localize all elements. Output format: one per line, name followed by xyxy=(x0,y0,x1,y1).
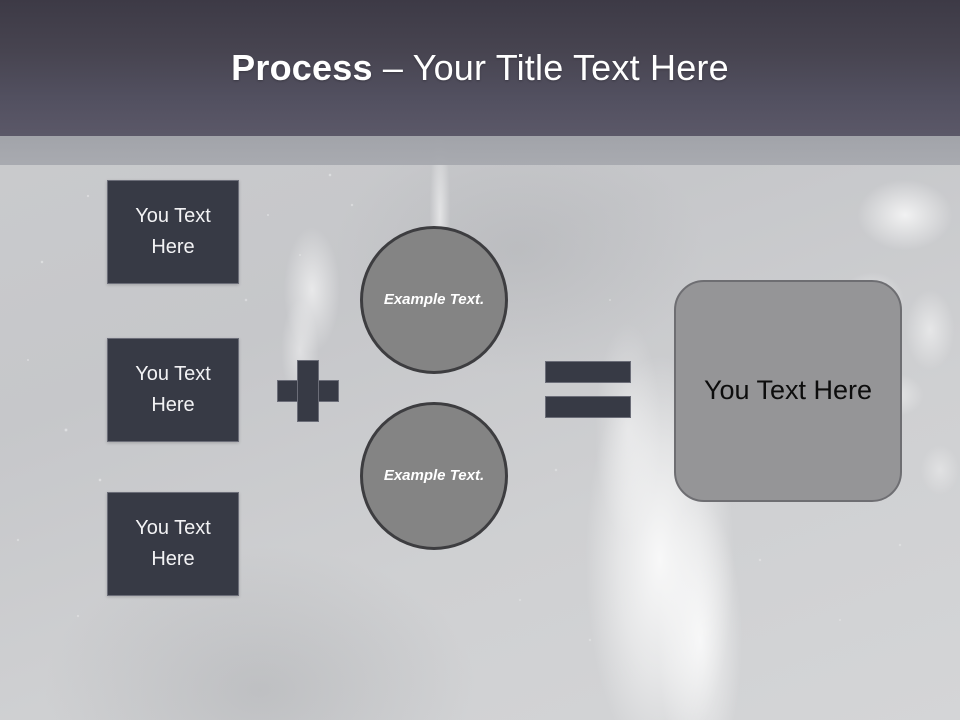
title-strong: Process xyxy=(231,47,373,88)
example-circle-1[interactable]: Example Text. xyxy=(360,226,508,374)
equals-top-bar xyxy=(545,361,631,383)
plus-vertical-bar xyxy=(297,360,319,422)
input-box-1[interactable]: You Text Here xyxy=(107,180,239,284)
title-bar: Process – Your Title Text Here xyxy=(0,0,960,136)
title-separator: – xyxy=(372,47,413,88)
equals-icon xyxy=(545,361,631,418)
page-title: Process – Your Title Text Here xyxy=(231,50,729,86)
equals-bottom-bar xyxy=(545,396,631,418)
plus-icon xyxy=(277,360,339,422)
header-band xyxy=(0,136,960,165)
title-rest: Your Title Text Here xyxy=(412,47,729,88)
example-circle-2[interactable]: Example Text. xyxy=(360,402,508,550)
input-box-3[interactable]: You Text Here xyxy=(107,492,239,596)
input-box-2[interactable]: You Text Here xyxy=(107,338,239,442)
result-box[interactable]: You Text Here xyxy=(674,280,902,502)
